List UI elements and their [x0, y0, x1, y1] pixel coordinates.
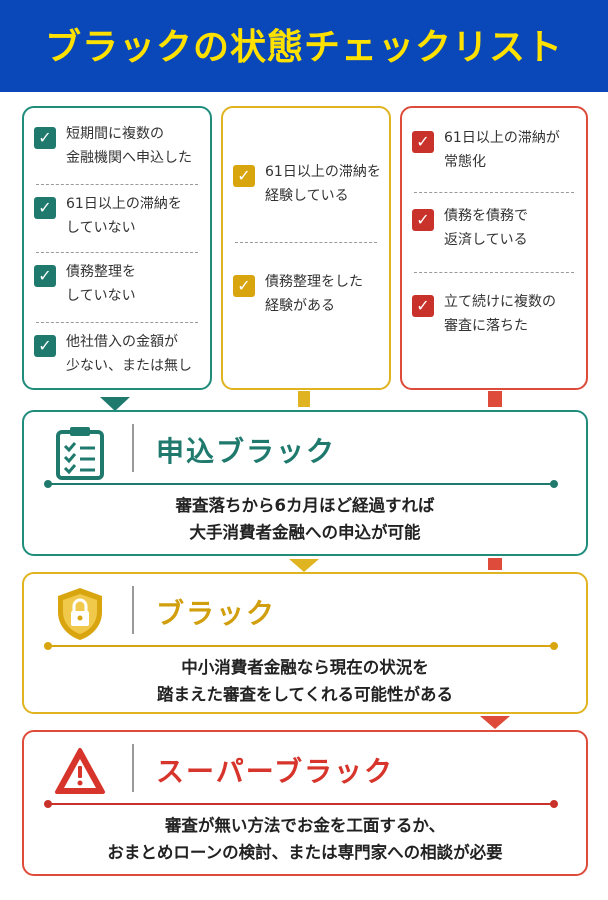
- down-arrow-icon: [289, 559, 319, 572]
- dashed-divider: [414, 192, 574, 193]
- header-banner: ブラックの状態チェックリスト: [0, 0, 608, 92]
- dashed-divider: [36, 322, 198, 323]
- dashed-divider: [414, 272, 574, 273]
- vertical-separator: [132, 744, 134, 792]
- panel-description-line: 審査落ちから6カ月ほど経過すれば: [175, 496, 435, 515]
- vertical-separator: [132, 586, 134, 634]
- panel-divider: [44, 642, 558, 650]
- checkbox-checked-icon: ✓: [412, 131, 434, 153]
- warning-triangle-icon: [55, 748, 105, 794]
- checkbox-checked-icon: ✓: [412, 295, 434, 317]
- checklist-item: ✓ 債務整理を していない: [34, 260, 202, 308]
- connector-stem: [488, 558, 502, 570]
- panel-title: 申込ブラック: [156, 435, 337, 468]
- checklist-item-text: 債務整理をした 経験がある: [265, 274, 363, 314]
- panel-description: 中小消費者金融なら現在の状況を 踏まえた審査をしてくれる可能性がある: [24, 654, 586, 708]
- dashed-divider: [36, 184, 198, 185]
- page-title: ブラックの状態チェックリスト: [44, 27, 563, 68]
- connector-stem: [488, 391, 502, 407]
- checklist-item: ✓ 債務を債務で 返済している: [412, 204, 578, 252]
- status-panel-black: ブラック 中小消費者金融なら現在の状況を 踏まえた審査をしてくれる可能性がある: [22, 572, 588, 714]
- checkbox-checked-icon: ✓: [412, 209, 434, 231]
- checklist-item-text: 他社借入の金額が 少ない、または無し: [66, 334, 192, 374]
- dashed-divider: [235, 242, 377, 243]
- checklist-item-text: 61日以上の滞納が 常態化: [444, 130, 560, 170]
- checklist-item-text: 61日以上の滞納を していない: [66, 196, 182, 236]
- checkbox-checked-icon: ✓: [233, 165, 255, 187]
- down-arrow-icon: [100, 397, 130, 411]
- dashed-divider: [36, 252, 198, 253]
- checkbox-checked-icon: ✓: [34, 127, 56, 149]
- status-panel-moushikomi: 申込ブラック 審査落ちから6カ月ほど経過すれば 大手消費者金融への申込が可能: [22, 410, 588, 556]
- vertical-separator: [132, 424, 134, 472]
- checklist-item-text: 債務を債務で 返済している: [444, 208, 528, 248]
- checklist-item: ✓ 61日以上の滞納を していない: [34, 192, 202, 240]
- checklist-item: ✓ 短期間に複数の 金融機関へ申込した: [34, 122, 202, 170]
- panel-description-line: おまとめローンの検討、または専門家への相談が必要: [107, 843, 503, 862]
- checklist-item-text: 債務整理を していない: [66, 264, 136, 304]
- checkbox-checked-icon: ✓: [233, 275, 255, 297]
- panel-description: 審査が無い方法でお金を工面するか、 おまとめローンの検討、または専門家への相談が…: [24, 812, 586, 866]
- checkbox-checked-icon: ✓: [34, 335, 56, 357]
- checklist-clipboard-icon: [56, 427, 104, 480]
- connector-stem: [298, 391, 310, 407]
- panel-divider: [44, 480, 558, 488]
- panel-description-line: 大手消費者金融への申込が可能: [189, 523, 421, 542]
- checklist-item: ✓ 61日以上の滞納が 常態化: [412, 126, 578, 174]
- checklist-column-super: ✓ 61日以上の滞納が 常態化 ✓ 債務を債務で 返済している ✓ 立て続けに複…: [400, 106, 588, 390]
- checklist-item: ✓ 61日以上の滞納を 経験している: [233, 160, 381, 208]
- checklist-item: ✓ 立て続けに複数の 審査に落ちた: [412, 290, 578, 338]
- checklist-item: ✓ 債務整理をした 経験がある: [233, 270, 381, 318]
- panel-description-line: 中小消費者金融なら現在の状況を: [181, 658, 429, 677]
- panel-divider: [44, 800, 558, 808]
- panel-description: 審査落ちから6カ月ほど経過すれば 大手消費者金融への申込が可能: [24, 492, 586, 546]
- checklist-item-text: 61日以上の滞納を 経験している: [265, 164, 381, 204]
- panel-description-line: 審査が無い方法でお金を工面するか、: [164, 816, 446, 835]
- status-panel-super: スーパーブラック 審査が無い方法でお金を工面するか、 おまとめローンの検討、また…: [22, 730, 588, 876]
- checkbox-checked-icon: ✓: [34, 265, 56, 287]
- checkbox-checked-icon: ✓: [34, 197, 56, 219]
- checklist-item-text: 立て続けに複数の 審査に落ちた: [444, 294, 556, 334]
- panel-title: ブラック: [156, 597, 277, 630]
- panel-description-line: 踏まえた審査をしてくれる可能性がある: [156, 685, 453, 704]
- checklist-item-text: 短期間に複数の 金融機関へ申込した: [66, 126, 192, 166]
- down-arrow-icon: [480, 716, 510, 729]
- checklist-item: ✓ 他社借入の金額が 少ない、または無し: [34, 330, 202, 378]
- checklist-column-black: ✓ 61日以上の滞納を 経験している ✓ 債務整理をした 経験がある: [221, 106, 391, 390]
- checklist-column-moushikomi: ✓ 短期間に複数の 金融機関へ申込した ✓ 61日以上の滞納を していない ✓ …: [22, 106, 212, 390]
- shield-lock-icon: [58, 588, 102, 640]
- panel-title: スーパーブラック: [156, 755, 395, 788]
